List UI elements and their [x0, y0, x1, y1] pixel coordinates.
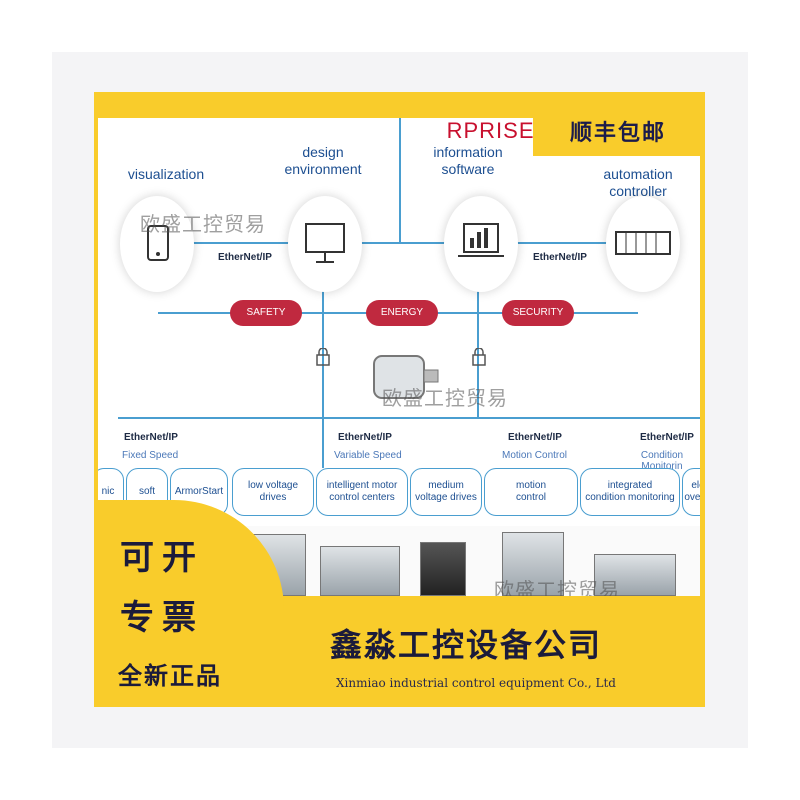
node-label-information: information software [433, 144, 503, 177]
card-motion: motion control [484, 468, 578, 516]
laptop-chart-icon [458, 223, 504, 257]
information-node [444, 196, 518, 292]
genuine-new-text: 全新正品 [118, 662, 222, 690]
motion-drive [502, 532, 564, 596]
watermark: 欧盛工控贸易 [382, 388, 508, 410]
drive-section-label: EtherNet/IP [508, 432, 562, 443]
watermark: 欧盛工控贸易 [494, 580, 620, 596]
node-label-design: design environment [284, 144, 362, 177]
invoice-panel [94, 500, 284, 707]
pill-security: SECURITY [502, 300, 574, 326]
tablet-icon [147, 225, 169, 261]
company-name-cn: 鑫淼工控设备公司 [330, 626, 603, 664]
drive-section-sub: Condition Monitorin [640, 450, 684, 472]
medium-drive [420, 542, 466, 596]
design-node [288, 196, 362, 292]
card-condition: integrated condition monitoring [580, 468, 680, 516]
monitoring-modules [594, 554, 676, 596]
node-label-visualization: visualization [127, 166, 205, 182]
invoice-line-2: 专票 [120, 598, 204, 638]
drive-section-label: EtherNet/IP [640, 432, 694, 443]
watermark: 欧盛工控贸易 [140, 214, 266, 236]
card-mcc: intelligent motor control centers [316, 468, 408, 516]
motor-icon [373, 355, 439, 399]
lock-icon [472, 348, 486, 366]
card-overload: ele overlo [682, 468, 700, 516]
automation-node [606, 196, 680, 292]
lock-icon [316, 348, 330, 366]
monitor-icon [305, 223, 345, 263]
drive-section-sub: Fixed Speed [122, 450, 179, 461]
company-name-en: Xinmiao industrial control equipment Co.… [336, 676, 616, 690]
drive-section-label: EtherNet/IP [338, 432, 392, 443]
invoice-line-1: 可开 [120, 538, 204, 578]
card-low-voltage: low voltage drives [232, 468, 314, 516]
node-label-automation: automation controller [603, 166, 673, 199]
drive-section-sub: Variable Speed [334, 450, 402, 461]
pill-safety: SAFETY [230, 300, 302, 326]
visualization-node [120, 196, 194, 292]
card-medium-voltage: medium voltage drives [410, 468, 482, 516]
mcc-unit [320, 546, 400, 596]
architecture-diagram: RPRISE/INDU visualization design environ… [98, 118, 700, 596]
ethernet-label-2: EtherNet/IP [533, 252, 587, 263]
pill-energy: ENERGY [366, 300, 438, 326]
free-shipping-badge: 顺丰包邮 [533, 110, 703, 156]
controller-icon [615, 231, 671, 255]
ethernet-label-1: EtherNet/IP [218, 252, 272, 263]
drive-section-label: EtherNet/IP [124, 432, 178, 443]
drive-section-sub: Motion Control [502, 450, 568, 461]
